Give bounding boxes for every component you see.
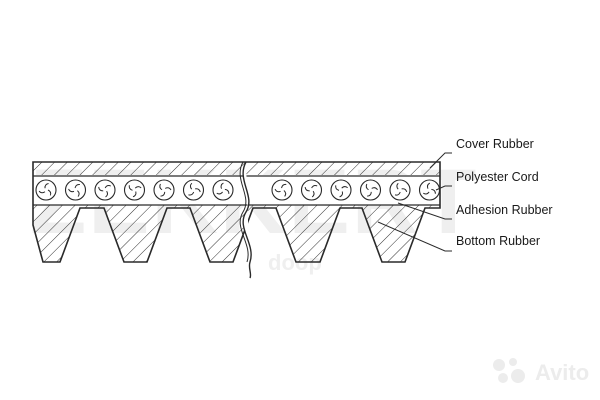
cord-swirl — [134, 186, 142, 189]
leader-cover — [429, 152, 452, 169]
label-bottom-rubber: Bottom Rubber — [456, 234, 541, 248]
cord-swirl — [188, 191, 195, 196]
cord-circle — [330, 179, 352, 201]
cord-swirl — [74, 183, 80, 189]
cord-circle — [123, 179, 146, 201]
cord-swirl — [105, 190, 108, 198]
cord-swirl — [281, 183, 287, 189]
cord-swirl — [128, 185, 133, 191]
cord-swirl — [104, 185, 111, 189]
cord-swirl — [68, 188, 75, 193]
cord-swirl — [339, 191, 344, 198]
cord-swirl — [341, 186, 348, 189]
cord-circle — [182, 179, 205, 201]
cord-circle — [271, 179, 293, 201]
cord-swirl — [159, 183, 163, 191]
cord-swirl — [195, 188, 201, 193]
cord-circle — [418, 179, 441, 201]
cord-swirl — [396, 182, 399, 190]
cord-swirl — [98, 186, 104, 192]
cord-circle — [94, 179, 116, 201]
cord-swirl — [311, 184, 318, 189]
break-line — [242, 161, 252, 279]
cord-swirl — [423, 191, 430, 195]
cord-swirl — [335, 185, 340, 191]
cord-swirl — [394, 191, 401, 196]
cord-swirl — [365, 183, 369, 191]
avito-logo-text: Avito — [535, 360, 590, 385]
label-adhesion-rubber: Adhesion Rubber — [456, 203, 553, 217]
cord-swirl — [274, 188, 281, 193]
cord-swirl — [38, 190, 46, 194]
cord-swirl — [224, 188, 230, 194]
cord-swirl — [189, 182, 193, 190]
leader-adhesion — [397, 202, 452, 220]
cord-swirl — [311, 190, 315, 198]
cord-band — [33, 175, 440, 205]
cord-circle — [300, 179, 323, 201]
leader-lines — [377, 152, 452, 252]
leader-cord — [435, 185, 452, 191]
cord-circle — [64, 179, 87, 201]
cord-swirl — [216, 191, 223, 195]
cord-circle — [35, 179, 57, 201]
label-polyester-cord: Polyester Cord — [456, 170, 539, 184]
cord-swirl — [283, 190, 287, 197]
cord-swirl — [367, 191, 372, 197]
cord-swirl — [165, 187, 172, 191]
cord-swirl — [431, 188, 436, 194]
cord-swirl — [371, 187, 378, 191]
cord-swirl — [44, 182, 49, 189]
cord-swirl — [160, 191, 166, 197]
cord-swirl — [47, 189, 52, 196]
avito-logo-icon — [493, 358, 525, 383]
cord-circle — [359, 179, 382, 201]
cord-circle — [212, 179, 234, 201]
cord-swirl — [401, 188, 408, 193]
cord-swirl — [304, 187, 310, 192]
cord-circle — [153, 179, 175, 201]
cord-swirl — [220, 182, 224, 189]
cord-swirl — [77, 190, 80, 197]
cord-circle — [389, 179, 411, 201]
label-cover-rubber: Cover Rubber — [456, 137, 534, 151]
polyester-cords — [35, 179, 441, 201]
cord-swirl — [132, 191, 137, 198]
leader-bottom — [377, 221, 452, 252]
cord-swirl — [426, 182, 431, 189]
